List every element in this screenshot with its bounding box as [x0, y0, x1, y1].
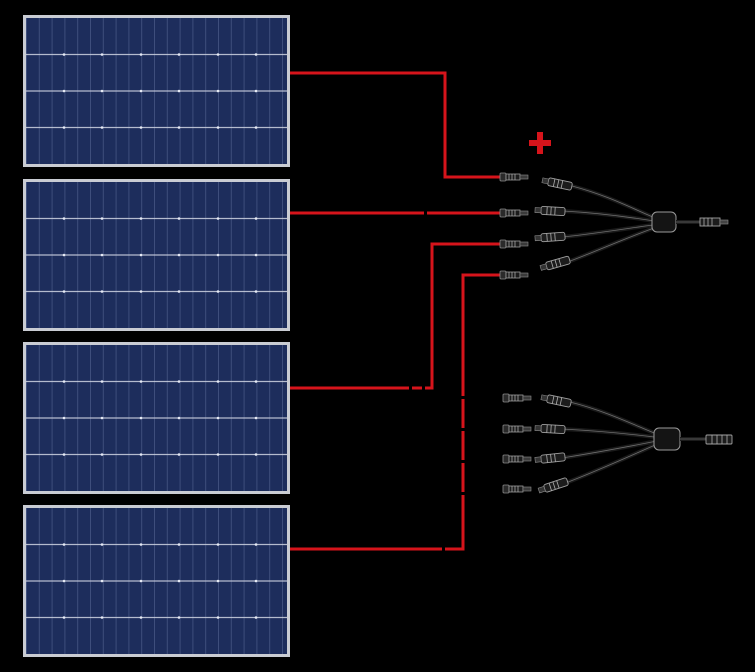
upper-branch-connector — [534, 175, 729, 273]
combiner-hub-upper — [651, 211, 677, 233]
wire-panel-3 — [290, 242, 500, 390]
wire-breaks — [409, 210, 466, 553]
solar-panel-3 — [23, 342, 290, 494]
solar-panel-1 — [23, 15, 290, 167]
positive-connectors — [499, 172, 529, 280]
lower-branch-connector — [534, 392, 733, 495]
solar-panel-2 — [23, 179, 290, 331]
wire-panel-4 — [290, 273, 500, 551]
negative-connectors — [502, 393, 532, 494]
solar-panel-4 — [23, 505, 290, 657]
wire-panel-1 — [290, 71, 500, 179]
plus-icon — [529, 132, 551, 154]
positive-wires — [290, 71, 500, 551]
combiner-hub-lower — [653, 427, 681, 451]
